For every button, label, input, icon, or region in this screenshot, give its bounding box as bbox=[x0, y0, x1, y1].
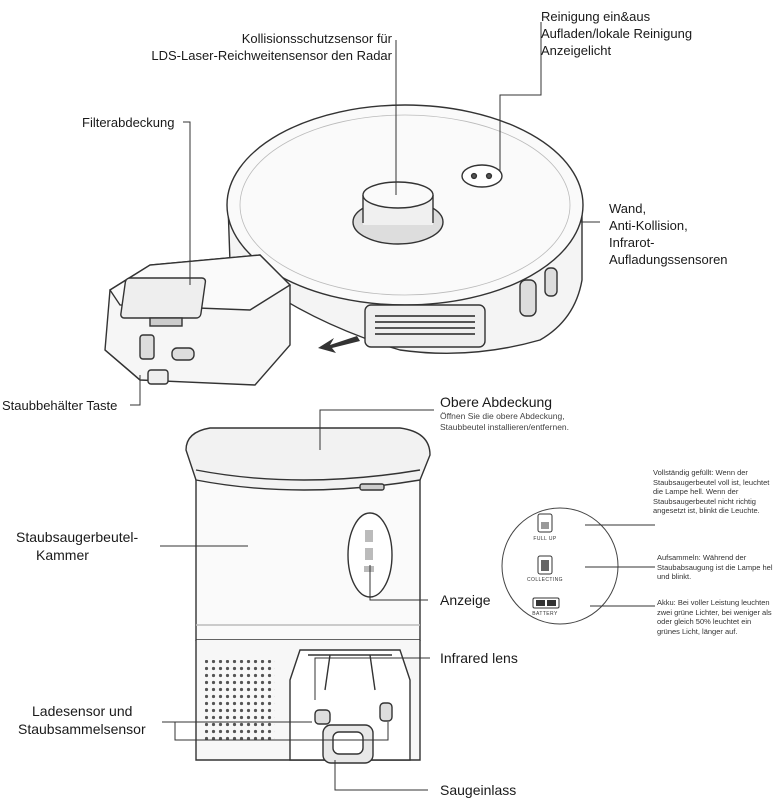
robot-buttons-line-1: Reinigung ein&aus bbox=[541, 9, 651, 24]
collecting-description: Aufsammeln: Während der Staubabsaugung i… bbox=[657, 553, 773, 581]
insert-arrow bbox=[318, 336, 360, 353]
top-cover-note-line-2: Staubbeutel installieren/entfernen. bbox=[440, 422, 570, 432]
charge-sensor-line-1: Ladesensor und bbox=[32, 703, 133, 719]
indicator-label: Anzeige bbox=[440, 592, 491, 608]
wall-sensors-line-2: Anti-Kollision, bbox=[609, 218, 688, 233]
full-up-description: Vollständig gefüllt: Wenn der Staubsauge… bbox=[653, 468, 770, 515]
wall-sensors-label: Wand, Anti-Kollision, Infrarot- Aufladun… bbox=[609, 200, 728, 268]
bag-chamber-line-1: Staubsaugerbeutel- bbox=[16, 529, 139, 545]
full-up-caption: FULL UP bbox=[533, 536, 557, 542]
base-station bbox=[185, 427, 431, 764]
bag-chamber-line-2: Kammer bbox=[36, 547, 89, 563]
dust-bin bbox=[104, 254, 292, 386]
battery-caption: BATTERY bbox=[532, 611, 558, 617]
collision-sensor-line-1: Kollisionsschutzsensor für bbox=[241, 31, 392, 46]
infrared-lens-label: Infrared lens bbox=[440, 650, 518, 666]
indicator-icons bbox=[532, 513, 560, 609]
wall-sensors-line-3: Infrarot- bbox=[609, 235, 655, 250]
wall-sensors-line-1: Wand, bbox=[609, 201, 647, 216]
suction-inlet-label: Saugeinlass bbox=[440, 782, 517, 798]
top-cover-label: Obere Abdeckung bbox=[440, 394, 553, 410]
robot-buttons-line-2: Aufladen/lokale Reinigung bbox=[541, 26, 693, 41]
bag-chamber-label: Staubsaugerbeutel- Kammer bbox=[16, 528, 138, 564]
callout-lines bbox=[130, 22, 655, 791]
battery-description: Akku: Bei voller Leistung leuchten zwei … bbox=[657, 598, 772, 636]
wall-sensors-line-4: Aufladungssensoren bbox=[609, 252, 728, 267]
collision-sensor-line-2: LDS-Laser-Reichweitensensor den Radar bbox=[151, 48, 392, 63]
robot-vacuum bbox=[226, 104, 584, 355]
collecting-caption: COLLECTING bbox=[527, 577, 563, 583]
filter-cover-label: Filterabdeckung bbox=[82, 115, 175, 130]
top-cover-note-line-1: Öffnen Sie die obere Abdeckung, bbox=[440, 411, 565, 421]
charge-sensor-label: Ladesensor und Staubsammelsensor bbox=[18, 702, 146, 738]
dust-bin-button-label: Staubbehälter Taste bbox=[2, 398, 118, 413]
collision-sensor-label: Kollisionsschutzsensor für LDS-Laser-Rei… bbox=[151, 30, 392, 64]
robot-buttons-label: Reinigung ein&aus Aufladen/lokale Reinig… bbox=[541, 8, 692, 59]
robot-buttons-line-3: Anzeigelicht bbox=[541, 43, 612, 58]
charge-sensor-line-2: Staubsammelsensor bbox=[18, 721, 146, 737]
top-cover-note: Öffnen Sie die obere Abdeckung, Staubbeu… bbox=[440, 411, 569, 433]
